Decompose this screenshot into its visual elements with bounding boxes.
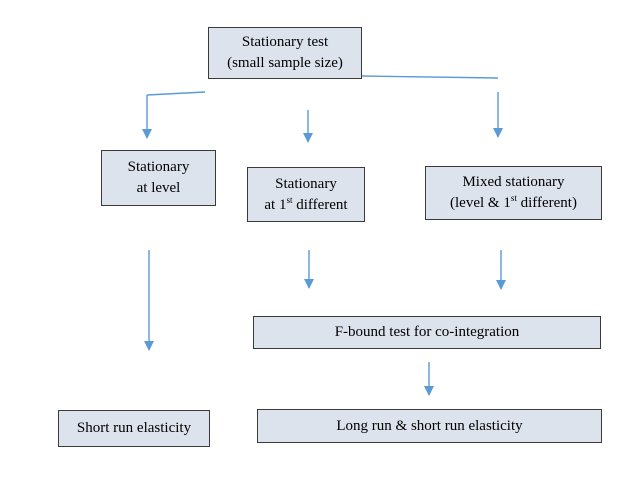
- f-bound-test-label: F-bound test for co-integration: [334, 324, 520, 340]
- stationary-first-diff-line1: Stationary: [275, 175, 337, 192]
- stationary-test-box: Stationary test (small sample size): [208, 27, 362, 79]
- stationary-test-subtitle: (small sample size): [227, 55, 343, 71]
- short-run-elasticity-box: Short run elasticity: [58, 410, 210, 447]
- stationary-level-box: Stationary at level: [101, 150, 216, 206]
- stationary-first-diff-line2: at 1st different: [264, 194, 348, 213]
- long-short-run-elasticity-label: Long run & short run elasticity: [336, 417, 523, 434]
- stationary-level-line2: at level: [136, 180, 181, 196]
- f-bound-test-box: F-bound test for co-integration: [253, 316, 601, 349]
- mixed-stationary-line1: Mixed stationary: [462, 174, 565, 190]
- stationary-test-title: Stationary test: [241, 34, 329, 50]
- connector-left-branch: [146, 91, 206, 96]
- mixed-stationary-line2: (level & 1st different): [450, 193, 577, 212]
- mixed-stationary-box: Mixed stationary (level & 1st different): [425, 166, 602, 220]
- short-run-elasticity-label: Short run elasticity: [76, 420, 192, 436]
- stationary-first-diff-box: Stationary at 1st different: [247, 167, 365, 222]
- connector-right-branch: [361, 75, 499, 79]
- long-short-run-elasticity-box: Long run & short run elasticity: [257, 409, 602, 443]
- stationary-level-line1: Stationary: [127, 159, 190, 175]
